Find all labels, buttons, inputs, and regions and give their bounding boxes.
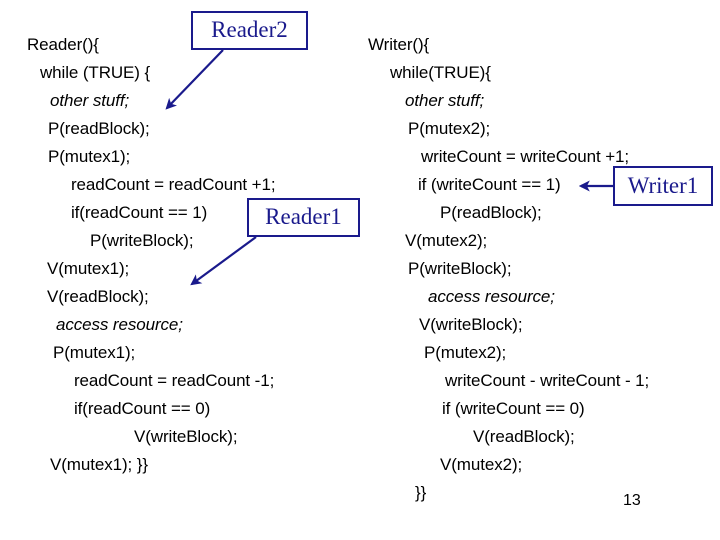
- code-line: Reader(){: [27, 35, 99, 54]
- code-line: V(readBlock);: [47, 287, 149, 306]
- code-line: }}: [415, 483, 427, 502]
- callout-reader2[interactable]: Reader2: [191, 11, 308, 50]
- code-line: P(mutex2);: [424, 343, 507, 362]
- code-line: P(writeBlock);: [408, 259, 512, 278]
- code-line: P(mutex1);: [48, 147, 131, 166]
- code-line: other stuff;: [405, 91, 485, 110]
- code-line: while (TRUE) {: [40, 63, 151, 82]
- code-line: other stuff;: [50, 91, 130, 110]
- code-line: V(mutex2);: [440, 455, 523, 474]
- code-line: access resource;: [428, 287, 555, 306]
- code-line: while(TRUE){: [390, 63, 491, 82]
- callout-writer1[interactable]: Writer1: [613, 166, 713, 206]
- code-line: readCount = readCount -1;: [74, 371, 275, 390]
- code-line: P(mutex2);: [408, 119, 491, 138]
- reader2-arrow: [165, 49, 224, 110]
- page-number: 13: [623, 492, 641, 509]
- code-line: if (writeCount == 1): [418, 175, 561, 194]
- code-line: readCount = readCount +1;: [71, 175, 276, 194]
- code-line: V(mutex2);: [405, 231, 488, 250]
- reader1-arrow: [190, 236, 257, 286]
- code-line: writeCount - writeCount - 1;: [445, 371, 650, 390]
- callout-reader1[interactable]: Reader1: [247, 198, 360, 237]
- code-line: P(readBlock);: [440, 203, 542, 222]
- code-line: P(writeBlock);: [90, 231, 194, 250]
- code-line: V(mutex1);: [47, 259, 130, 278]
- code-line: Writer(){: [368, 35, 430, 54]
- code-line: if (writeCount == 0): [442, 399, 585, 418]
- code-line: V(writeBlock);: [134, 427, 238, 446]
- code-line: if(readCount == 0): [74, 399, 211, 418]
- code-line: V(mutex1); }}: [50, 455, 148, 474]
- code-line: P(readBlock);: [48, 119, 150, 138]
- code-line: access resource;: [56, 315, 183, 334]
- code-line: V(writeBlock);: [419, 315, 523, 334]
- code-line: writeCount = writeCount +1;: [421, 147, 630, 166]
- code-line: V(readBlock);: [473, 427, 575, 446]
- code-line: P(mutex1);: [53, 343, 136, 362]
- code-line: if(readCount == 1): [71, 203, 208, 222]
